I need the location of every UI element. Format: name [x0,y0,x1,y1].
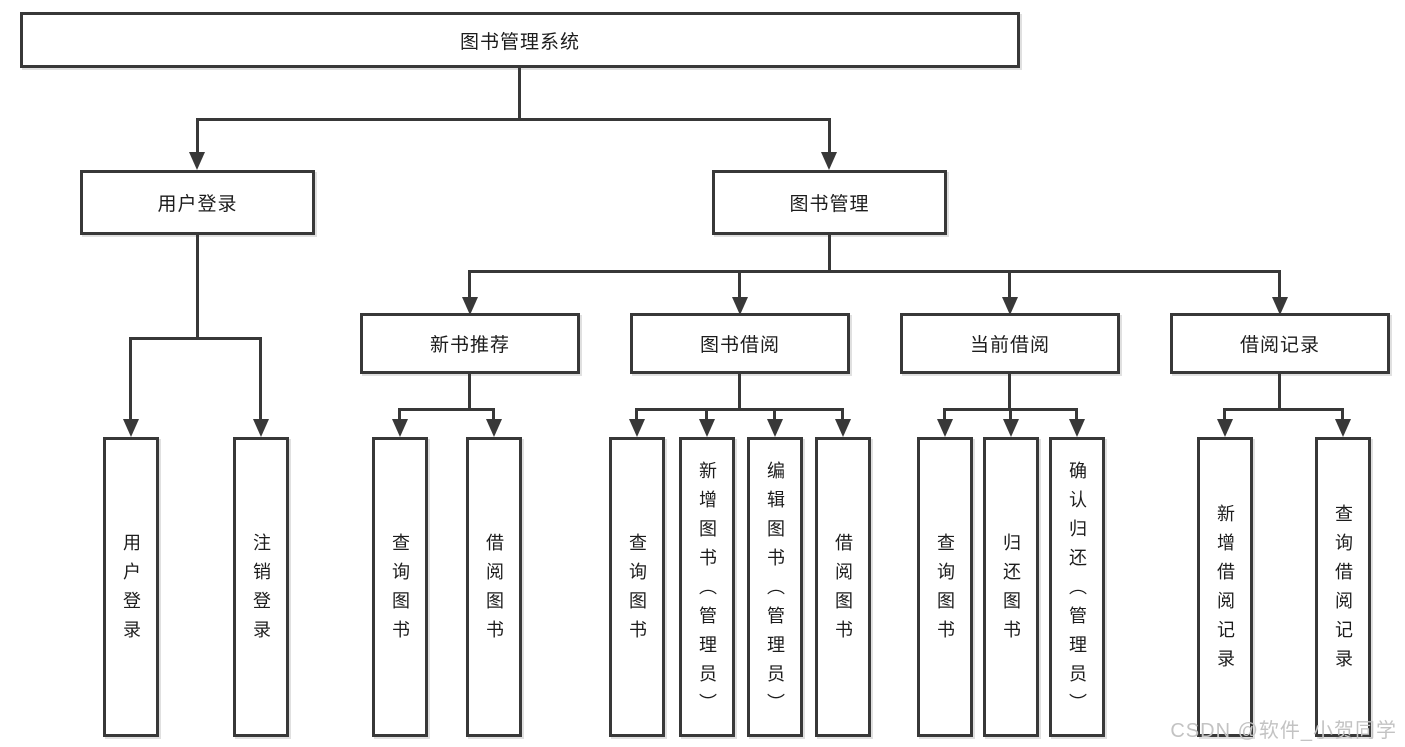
leaf-edit-books-admin: 编辑图书（管理员） [747,437,803,737]
arrowhead-leaf-add-books [699,419,715,437]
arrowhead-new-books [462,297,478,315]
leaf-user-login: 用户登录 [103,437,159,737]
connector-to-leaf-query-record [1341,408,1344,419]
leaf-add-borrow-record: 新增借阅记录 [1197,437,1253,737]
connector-to-leaf-add-books [705,408,708,419]
connector-to-leaf-query-books-2 [635,408,638,419]
connector-user-login-split-bar [129,337,262,340]
csdn-watermark: CSDN @软件_小贺同学 [1170,720,1397,742]
connector-new-books-split-bar [398,408,495,411]
leaf-borrow-books-new: 借阅图书 [466,437,522,737]
connector-current-borrow-stem [1008,374,1011,408]
node-borrowing-records: 借阅记录 [1170,313,1390,374]
connector-to-borrow-records [1278,270,1281,297]
connector-book-borrow-split-bar [635,408,844,411]
leaf-add-books-admin: 新增图书（管理员） [679,437,735,737]
connector-to-current-borrow [1008,270,1011,297]
node-user-login-branch: 用户登录 [80,170,315,235]
node-book-management-branch: 图书管理 [712,170,947,235]
connector-book-management-stem [828,235,831,270]
leaf-query-books-borrow: 查询图书 [609,437,665,737]
arrowhead-leaf-user-login [123,419,139,437]
arrowhead-borrow-records [1272,297,1288,315]
connector-user-login-stem [196,235,199,337]
arrowhead-leaf-confirm-return [1069,419,1085,437]
connector-to-leaf-return-books [1009,408,1012,419]
connector-to-leaf-borrow-books-1 [492,408,495,419]
node-library-management-system: 图书管理系统 [20,12,1020,68]
arrowhead-leaf-return-books [1003,419,1019,437]
connector-root-stem [518,68,521,118]
arrowhead-leaf-query-record [1335,419,1351,437]
connector-to-leaf-query-books-1 [398,408,401,419]
connector-to-user-login [196,118,199,152]
arrowhead-leaf-query-books-1 [392,419,408,437]
connector-book-borrow-stem [738,374,741,408]
arrowhead-leaf-query-books-2 [629,419,645,437]
connector-book-management-split-bar [468,270,1281,273]
arrowhead-current-borrow [1002,297,1018,315]
connector-to-leaf-query-books-3 [943,408,946,419]
arrowhead-leaf-edit-books [767,419,783,437]
connector-to-leaf-confirm-return [1075,408,1078,419]
arrowhead-leaf-query-books-3 [937,419,953,437]
connector-to-new-books [468,270,471,297]
leaf-return-books: 归还图书 [983,437,1039,737]
connector-root-split-bar [196,118,831,121]
arrowhead-book-management [821,152,837,170]
node-new-book-recommendation: 新书推荐 [360,313,580,374]
leaf-query-books-current: 查询图书 [917,437,973,737]
connector-to-leaf-logout [259,337,262,419]
connector-to-leaf-user-login [129,337,132,419]
arrowhead-leaf-add-record [1217,419,1233,437]
connector-to-book-management [828,118,831,152]
arrowhead-leaf-logout [253,419,269,437]
leaf-query-books-new: 查询图书 [372,437,428,737]
connector-new-books-stem [468,374,471,408]
connector-to-leaf-edit-books [773,408,776,419]
node-current-borrowing: 当前借阅 [900,313,1120,374]
leaf-borrow-books: 借阅图书 [815,437,871,737]
connector-borrow-records-split-bar [1223,408,1344,411]
arrowhead-book-borrow [732,297,748,315]
connector-to-leaf-borrow-books-2 [841,408,844,419]
node-book-borrowing: 图书借阅 [630,313,850,374]
arrowhead-user-login [189,152,205,170]
connector-to-book-borrow [738,270,741,297]
arrowhead-leaf-borrow-books-2 [835,419,851,437]
leaf-query-borrow-record: 查询借阅记录 [1315,437,1371,737]
leaf-confirm-return-admin: 确认归还（管理员） [1049,437,1105,737]
leaf-logout: 注销登录 [233,437,289,737]
connector-to-leaf-add-record [1223,408,1226,419]
arrowhead-leaf-borrow-books-1 [486,419,502,437]
connector-borrow-records-stem [1278,374,1281,408]
